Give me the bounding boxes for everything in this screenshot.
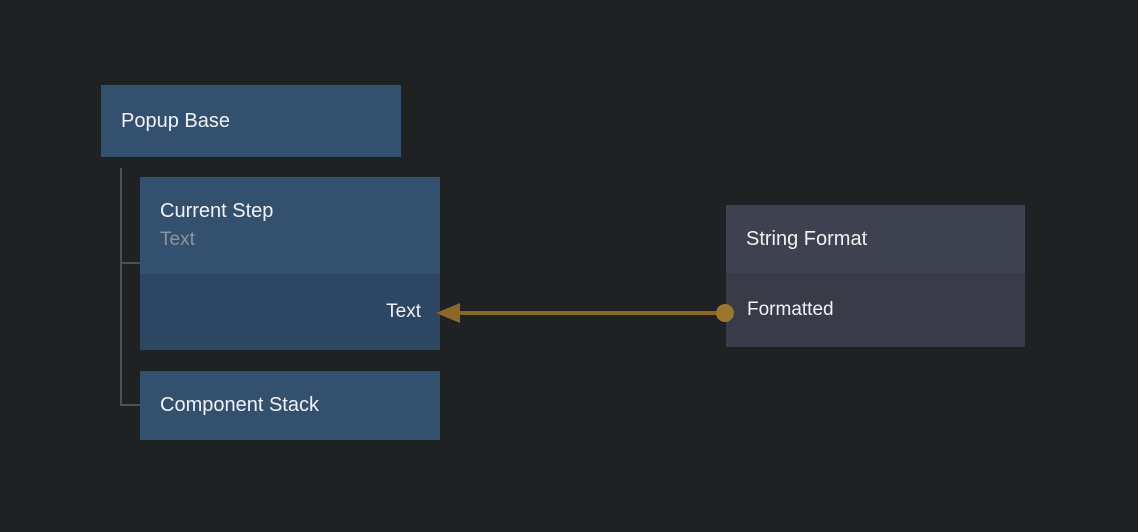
output-port-formatted-label: Formatted: [747, 299, 834, 320]
node-string-format-body: Formatted: [726, 273, 1025, 347]
node-current-step-header[interactable]: Current Step Text: [140, 177, 440, 274]
tree-connector-vertical: [120, 168, 122, 406]
tree-connector-branch-current-step: [121, 262, 140, 264]
node-current-step[interactable]: Current Step Text Text: [140, 177, 440, 350]
node-string-format-header[interactable]: String Format: [726, 205, 1025, 273]
node-component-stack-title: Component Stack: [160, 394, 319, 416]
input-port-text-label: Text: [386, 301, 421, 322]
node-current-step-subtitle: Text: [160, 229, 195, 250]
input-port-text[interactable]: Text: [386, 301, 421, 323]
node-current-step-body: Text: [140, 274, 440, 350]
node-string-format[interactable]: String Format Formatted: [726, 205, 1025, 347]
tree-connector-branch-component-stack: [121, 404, 140, 406]
node-component-stack[interactable]: Component Stack: [140, 371, 440, 440]
output-port-formatted[interactable]: Formatted: [747, 299, 834, 321]
node-string-format-title: String Format: [746, 227, 868, 250]
node-popup-base-title: Popup Base: [121, 109, 230, 132]
node-current-step-title: Current Step: [160, 200, 274, 222]
node-popup-base[interactable]: Popup Base: [101, 85, 401, 157]
